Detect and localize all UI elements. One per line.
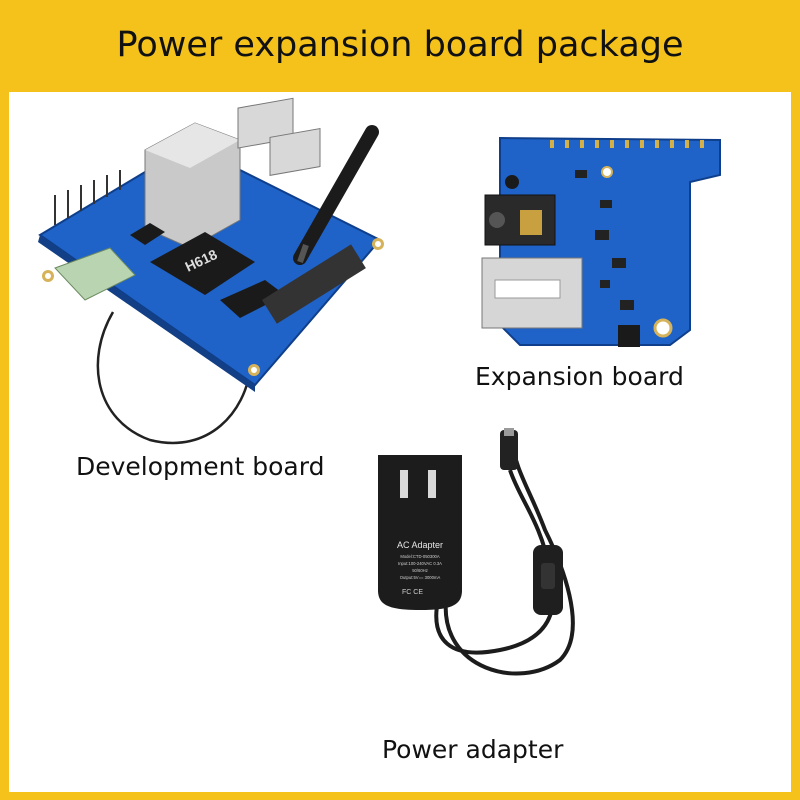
adapter-label-title: AC Adapter [397,540,443,550]
adapter-label-line: 50/60Hz [412,568,428,573]
adapter-label-line: Input:100-240VAC 0.3A [398,561,442,566]
development-board-caption: Development board [76,452,325,481]
adapter-label-line: Output:5V== 3000mA [400,575,441,580]
power-adapter-image: AC Adapter Model:CTD-050300A Input:100-2… [378,428,575,676]
power-adapter-caption: Power adapter [382,735,564,764]
banner-title: Power expansion board package [116,25,684,65]
development-board-image: H618 [38,97,384,445]
expansion-board-image [481,136,721,347]
expansion-board-caption: Expansion board [475,362,684,391]
certification-marks: FC CE [402,589,423,596]
adapter-label-line: Model:CTD-050300A [400,554,440,559]
